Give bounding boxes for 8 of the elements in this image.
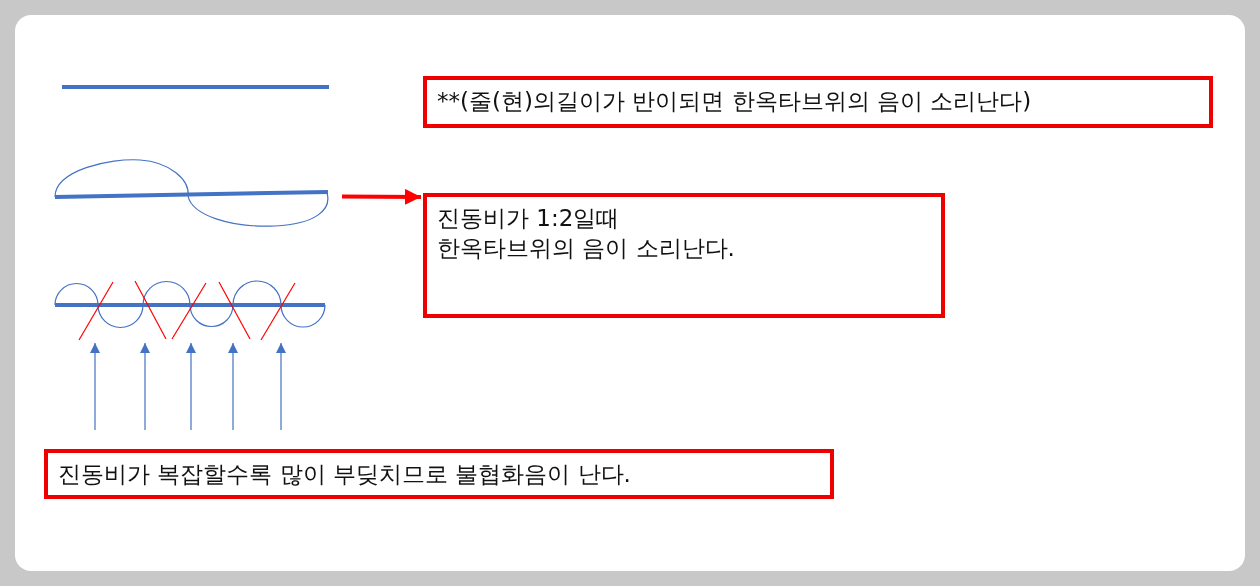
box-text: **(줄(현)의길이가 반이되면 한옥타브위의 음이 소리난다) [437,87,1032,116]
box-text: 진동비가 복잡할수록 많이 부딪치므로 불협화음이 난다. [58,460,631,489]
text-box [423,193,945,318]
text-box [44,449,834,499]
text-box [423,76,1213,128]
box-text: 한옥타브위의 음이 소리난다. [437,234,735,263]
arrow [342,188,421,205]
box-text: 진동비가 1:2일때 [437,204,620,233]
